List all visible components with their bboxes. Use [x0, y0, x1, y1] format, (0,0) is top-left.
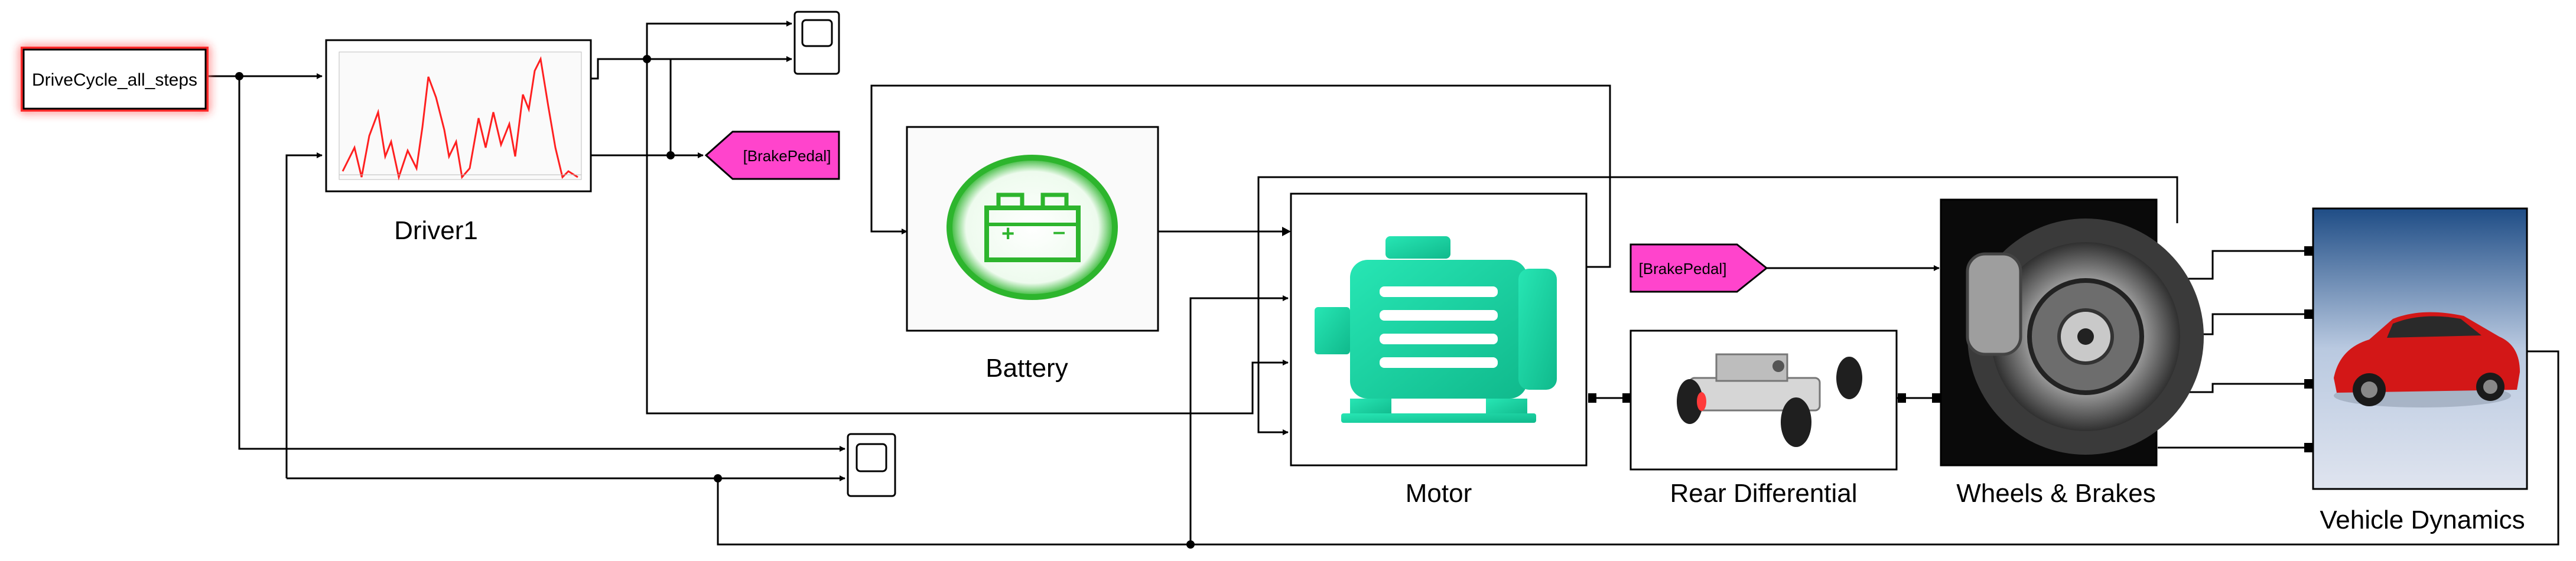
- motor-block[interactable]: Motor: [1290, 193, 1588, 508]
- axle-icon: [1677, 353, 1862, 447]
- battery-label: Battery: [985, 354, 1068, 383]
- svg-text:–: –: [1053, 220, 1065, 244]
- battery-icon: + –: [947, 155, 1118, 300]
- wire-drivecycle-to-scope2[interactable]: [238, 76, 845, 452]
- vehicle-dynamics-block[interactable]: Vehicle Dynamics: [2312, 207, 2528, 534]
- rear-diff-label: Rear Differential: [1670, 479, 1857, 508]
- wire-feedback-to-driver[interactable]: [285, 152, 323, 478]
- wire-vehicle-speed-loop[interactable]: [717, 350, 2559, 546]
- drivecycle-label: DriveCycle_all_steps: [32, 70, 197, 90]
- from-label: [BrakePedal]: [1639, 260, 1727, 278]
- wire-motor-to-battery[interactable]: [870, 84, 1611, 268]
- wheels-brakes-block[interactable]: Wheels & Brakes: [1940, 198, 2204, 508]
- goto-brakepedal[interactable]: [BrakePedal]: [704, 131, 840, 180]
- wheels-brakes-label: Wheels & Brakes: [1956, 479, 2155, 508]
- motor-icon: [1315, 236, 1557, 423]
- from-brakepedal[interactable]: [BrakePedal]: [1629, 243, 1768, 293]
- brake-disc-icon: [1966, 218, 2204, 455]
- motor-input-arrows: [1282, 227, 1291, 236]
- vehicle-dynamics-label: Vehicle Dynamics: [2320, 505, 2525, 534]
- driver-block[interactable]: Driver1: [325, 39, 592, 245]
- wire-speed-to-motor[interactable]: [1189, 295, 1289, 544]
- scope-icon: [856, 443, 887, 472]
- scope-icon: [801, 19, 833, 47]
- rear-diff-block[interactable]: Rear Differential: [1629, 330, 1898, 508]
- motor-label: Motor: [1406, 479, 1472, 508]
- signal-wires: [206, 21, 2559, 546]
- goto-label: [BrakePedal]: [743, 147, 831, 165]
- svg-text:+: +: [1001, 221, 1014, 246]
- wire-wheels-to-motor[interactable]: [1257, 176, 2178, 435]
- driver-label: Driver1: [394, 216, 478, 245]
- wire-driver-out1[interactable]: [591, 21, 792, 80]
- scope-2[interactable]: [847, 433, 896, 497]
- battery-block[interactable]: + – Battery: [906, 126, 1159, 383]
- drivecycle-block[interactable]: DriveCycle_all_steps: [21, 47, 209, 112]
- scope-1[interactable]: [793, 11, 840, 75]
- driver-plot-icon: [339, 51, 582, 181]
- junction-dots: [235, 55, 1195, 549]
- car-icon: [2334, 312, 2520, 407]
- wire-driver-out1-to-motor[interactable]: [646, 59, 1289, 415]
